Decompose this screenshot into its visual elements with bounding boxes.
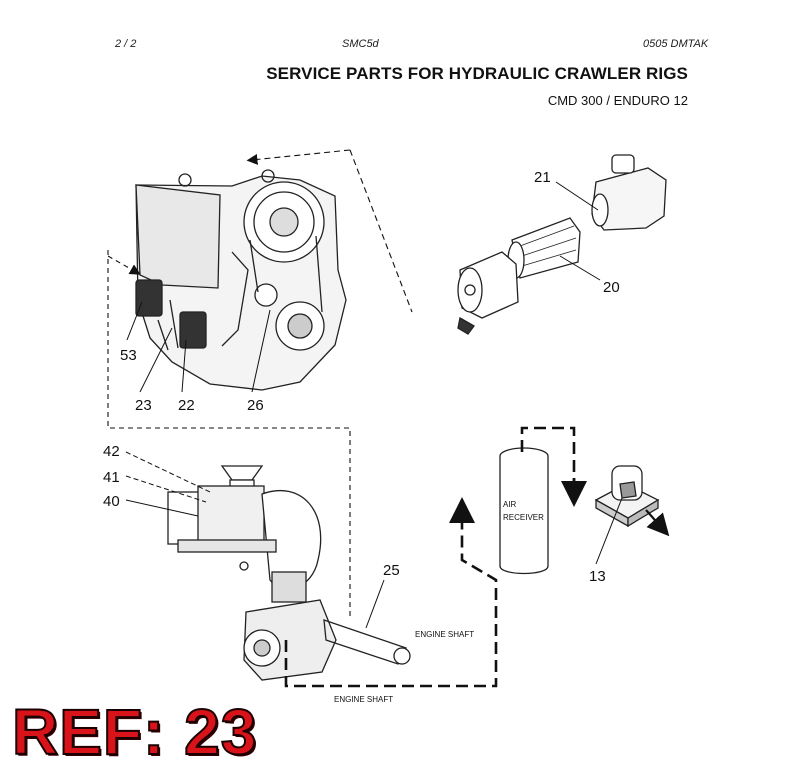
receiver-label: RECEIVER [503, 513, 544, 522]
engine-shaft-label: ENGINE SHAFT [334, 695, 393, 704]
dryer-unit [594, 465, 660, 528]
air-label: AIR [503, 500, 517, 509]
page-subtitle: CMD 300 / ENDURO 12 [547, 93, 688, 108]
part-label-42: 42 [103, 443, 120, 460]
air-receiver-tank [499, 447, 549, 575]
compressor-illustration [167, 465, 411, 681]
page-title: SERVICE PARTS FOR HYDRAULIC CRAWLER RIGS [266, 64, 688, 83]
part-label-21: 21 [534, 169, 551, 186]
part-label-22: 22 [178, 397, 195, 414]
part-label-26: 26 [247, 397, 264, 414]
engine-illustration [135, 169, 347, 391]
page-number: 2 / 2 [115, 38, 137, 50]
part-label-41: 41 [103, 469, 120, 486]
part-label-25: 25 [383, 562, 400, 579]
document-reference: 0505 DMTAK [643, 38, 709, 50]
engine-shaft-label: ENGINE SHAFT [415, 630, 474, 639]
leader-lines [125, 181, 623, 629]
part-label-23: 23 [135, 397, 152, 414]
air-filter-illustration [457, 154, 667, 335]
part-label-40: 40 [103, 493, 120, 510]
part-label-20: 20 [603, 279, 620, 296]
part-label-13: 13 [589, 568, 606, 585]
connection-lines [107, 149, 670, 688]
reference-badge: REF: 23 [11, 696, 258, 768]
part-label-53: 53 [120, 347, 137, 364]
document-code: SMC5d [342, 38, 379, 50]
